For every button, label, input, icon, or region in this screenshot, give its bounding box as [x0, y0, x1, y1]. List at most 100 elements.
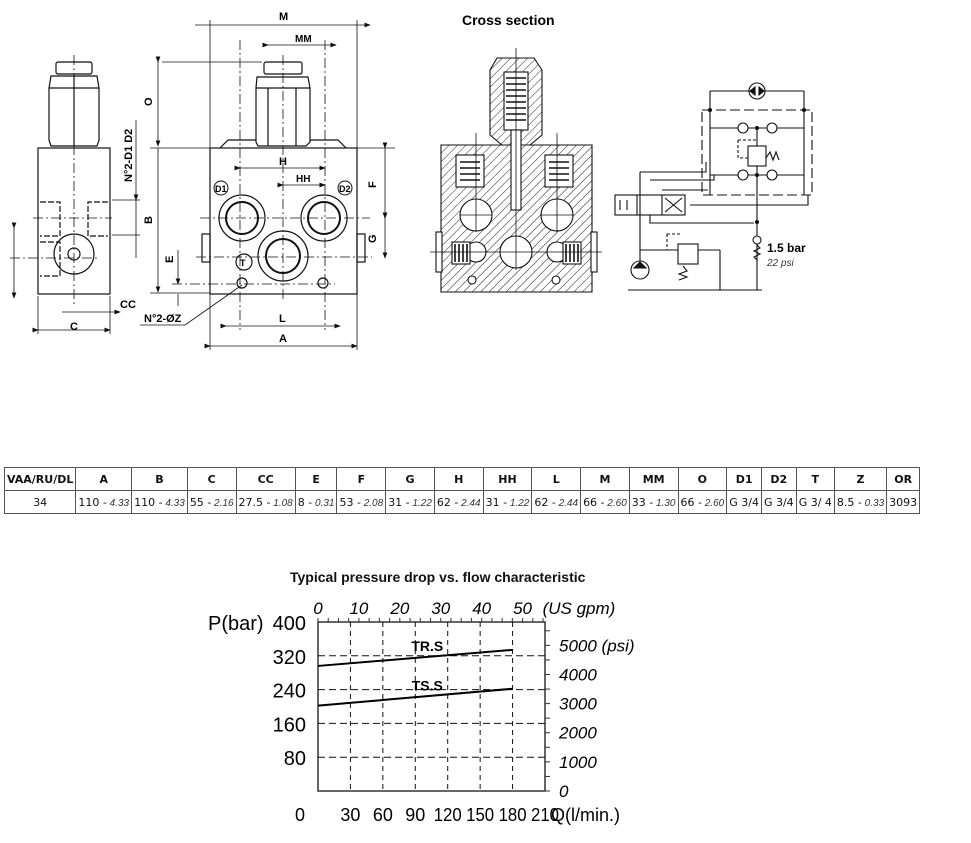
cell-mm-value: G 3/ 4	[798, 495, 832, 509]
secondary-x-axis-label: (US gpm)	[543, 599, 616, 618]
column-header-l: L	[531, 467, 582, 491]
x-tick-label: 120	[434, 805, 462, 825]
cell-m: 66 - 2.60	[580, 490, 630, 514]
dim-label-MM: MM	[295, 34, 312, 45]
column-header-e: E	[294, 467, 338, 491]
y-axis-label: P(bar)	[208, 613, 264, 635]
secondary-x-tick-label: 10	[349, 599, 368, 618]
column-header-f: F	[336, 467, 387, 491]
technical-drawings: C CC N°2-D1 D2	[10, 11, 813, 350]
cell-l: 62 - 2.44	[531, 490, 582, 514]
series-line-tr-s	[317, 648, 513, 667]
cell-mm-value: G 3/4	[729, 495, 759, 509]
dim-label-M: M	[279, 11, 288, 23]
holes-note: N°2-ØZ	[144, 313, 182, 325]
cell-t: G 3/ 4	[795, 490, 835, 514]
cell-mm-value: 27.5 -	[238, 495, 271, 509]
secondary-x-tick-label: 0	[313, 599, 323, 618]
cell-or: 3093	[886, 490, 921, 514]
secondary-y-tick-label: 1000	[559, 753, 597, 772]
cell-f: 53 - 2.08	[336, 490, 387, 514]
x-tick-label: 180	[499, 805, 527, 825]
hydraulic-schematic	[614, 82, 813, 291]
port-label-T: T	[240, 258, 246, 268]
column-header-d2: D2	[760, 467, 797, 491]
cell-hh: 31 - 1.22	[482, 490, 533, 514]
cell-mm-value: 33 -	[631, 495, 654, 509]
column-header-t: T	[795, 467, 835, 491]
y-tick-label: 160	[273, 714, 306, 736]
cell-inch-value: 1.22	[409, 497, 432, 509]
cell-mm-value: 62 -	[534, 495, 556, 509]
x-tick-label: 0	[295, 805, 305, 825]
cell-inch-value: 0.33	[861, 497, 885, 509]
series-label: TR.S	[411, 638, 443, 654]
cell-mm-value: 110 -	[78, 495, 107, 509]
svg-text:D1: D1	[215, 184, 227, 194]
cell-c: 55 - 2.16	[186, 490, 237, 514]
cell-mm-value: 53 -	[339, 495, 361, 509]
cell-h: 62 - 2.44	[433, 490, 484, 514]
column-header-o: O	[677, 467, 728, 491]
cell-inch-value: 2.44	[458, 497, 481, 509]
dim-label-O: O	[143, 97, 155, 106]
dim-label-E: E	[164, 256, 176, 263]
svg-text:T: T	[240, 258, 246, 268]
front-view	[140, 20, 395, 350]
cell-inch-value: 1.30	[653, 497, 676, 509]
column-header-h: H	[433, 467, 484, 491]
dim-label-C: C	[70, 321, 78, 333]
cell-z: 8.5 - 0.33	[833, 490, 888, 514]
y-tick-label: 240	[273, 681, 306, 703]
check-pressure-label: 1.5 bar	[767, 241, 806, 255]
secondary-y-tick-label: 4000	[559, 665, 597, 684]
cell-mm-value: 34	[33, 495, 48, 509]
cell-inch-value: 2.08	[360, 497, 384, 509]
cell-mm-value: 110 -	[134, 495, 163, 509]
side-view	[10, 55, 140, 334]
cell-mm: 33 - 1.30	[628, 490, 679, 514]
dim-label-F: F	[367, 181, 379, 188]
dim-label-G: G	[367, 234, 379, 243]
cell-vaa-ru-dl: 34	[3, 490, 77, 514]
column-header-m: M	[580, 467, 630, 491]
secondary-x-tick-label: 50	[513, 599, 532, 618]
secondary-x-tick-label: 30	[431, 599, 450, 618]
cell-inch-value: 2.60	[701, 497, 725, 509]
cell-cc: 27.5 - 1.08	[235, 490, 296, 514]
dim-label-CC: CC	[120, 299, 136, 311]
cell-mm-value: 62 -	[436, 495, 459, 509]
column-header-cc: CC	[235, 467, 296, 491]
series-line-ts-s	[317, 687, 513, 707]
ports-note: N°2-D1 D2	[123, 129, 135, 182]
cell-inch-value: 1.22	[507, 497, 530, 509]
x-tick-label: 210	[531, 805, 559, 825]
column-header-d1: D1	[726, 467, 762, 491]
dim-label-HH: HH	[296, 174, 310, 185]
cell-inch-value: 2.60	[604, 497, 627, 509]
cell-mm-value: 31 -	[388, 495, 410, 509]
cell-d2: G 3/4	[760, 490, 797, 514]
column-header-a: A	[75, 467, 133, 491]
dim-label-H: H	[279, 156, 287, 168]
plot-frame	[317, 621, 546, 792]
secondary-y-tick-label: 5000 (psi)	[559, 636, 635, 655]
cell-mm-value: 55 -	[189, 495, 212, 509]
secondary-x-tick-label: 40	[472, 599, 491, 618]
cross-section-view	[430, 48, 602, 293]
x-tick-label: 150	[466, 805, 494, 825]
cell-mm-value: 8.5 -	[836, 495, 862, 509]
cell-a: 110 - 4.33	[75, 490, 133, 514]
dim-label-A: A	[279, 333, 287, 345]
column-header-mm: MM	[628, 467, 679, 491]
column-header-b: B	[131, 467, 188, 491]
chart-title: Typical pressure drop vs. flow character…	[290, 569, 586, 585]
cell-e: 8 - 0.31	[294, 490, 338, 514]
cell-inch-value: 2.16	[211, 497, 234, 509]
column-header-z: Z	[833, 467, 888, 491]
x-tick-label: 60	[373, 805, 393, 825]
column-header-g: G	[385, 467, 435, 491]
